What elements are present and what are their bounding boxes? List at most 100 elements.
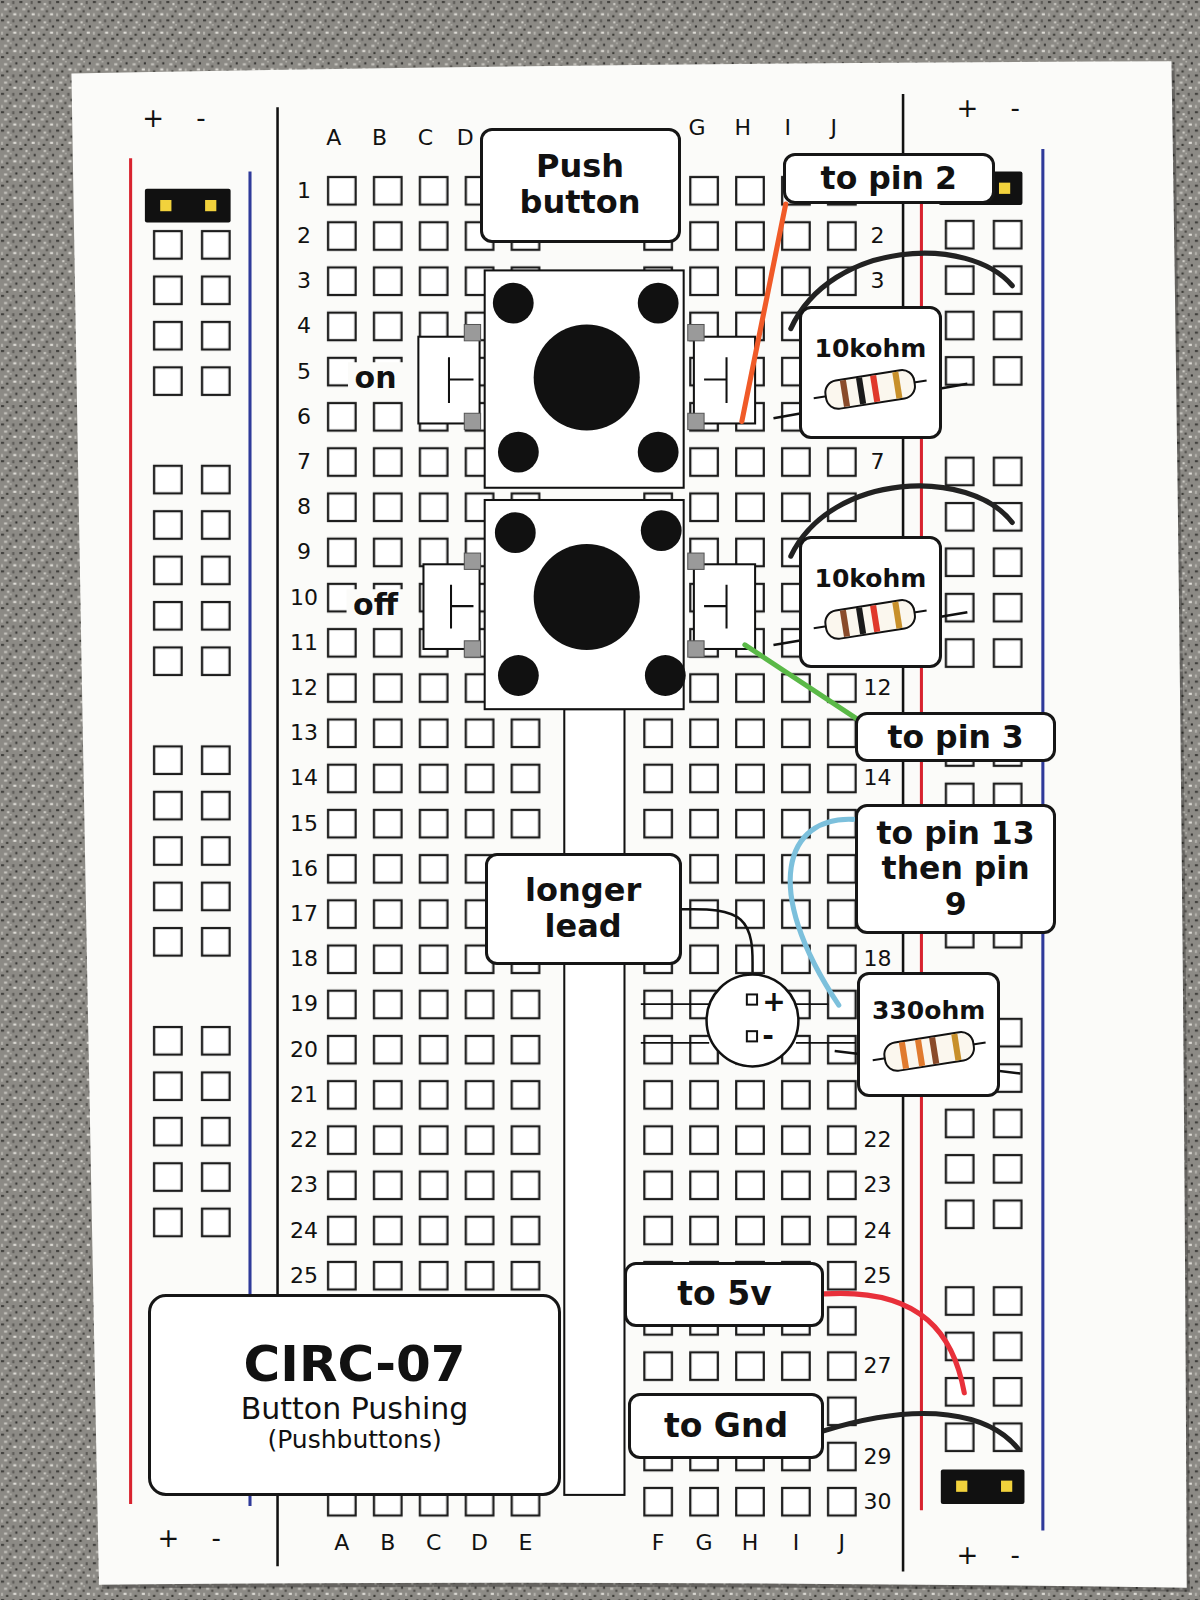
button-tab xyxy=(464,553,480,569)
row-number: 16 xyxy=(288,857,320,880)
row-number-slot: 7 xyxy=(295,450,313,473)
column-letter-slot: A xyxy=(324,126,343,149)
rail-hole-group xyxy=(936,1278,1032,1460)
row-number: 2 xyxy=(295,224,313,247)
resistor-band xyxy=(951,1034,961,1061)
switch-label: off xyxy=(346,589,405,621)
row-number-slot: 23 xyxy=(288,1174,320,1197)
box-text: to pin 13 then pin 9 xyxy=(871,816,1041,922)
row-number: 6 xyxy=(295,405,313,428)
resistor-outline xyxy=(824,598,917,640)
row-number: 8 xyxy=(295,496,313,519)
box-subtext: Button Pushing xyxy=(241,1392,469,1426)
pin-label: to pin 3 xyxy=(855,712,1056,762)
row-number-slot: 22 xyxy=(862,1129,894,1152)
row-number-slot: 22 xyxy=(288,1129,320,1152)
column-letter-slot: C xyxy=(424,1531,443,1554)
column-letter: D xyxy=(469,1531,490,1554)
resistor-band xyxy=(856,607,866,634)
button-corner xyxy=(493,283,534,324)
leader-line xyxy=(682,909,753,972)
rail-holes xyxy=(936,449,1032,676)
button-tab xyxy=(688,641,704,657)
led-pad xyxy=(747,1032,757,1042)
row-number-slot: 27 xyxy=(862,1355,894,1378)
row-number-slot: 25 xyxy=(288,1264,320,1287)
row-number: 10 xyxy=(288,586,320,609)
pin-label: to 5v xyxy=(624,1262,824,1326)
resistor-band xyxy=(914,1040,924,1067)
resistor-band xyxy=(870,375,880,402)
box-text: longer lead xyxy=(508,873,658,945)
column-letter-slot: J xyxy=(837,1531,848,1554)
resistor-band xyxy=(840,380,850,407)
resistor-symbol xyxy=(813,599,927,640)
row-number-slot: 18 xyxy=(862,948,894,971)
rail-sign: - xyxy=(1009,1542,1022,1569)
paper-card xyxy=(71,61,1186,1588)
resistor-body xyxy=(812,366,929,412)
column-letter: J xyxy=(837,1531,848,1554)
row-number: 17 xyxy=(288,903,320,926)
column-letter: G xyxy=(686,116,707,139)
column-letter: F xyxy=(650,1531,667,1554)
row-number-slot: 10 xyxy=(288,586,320,609)
pin-label: to pin 13 then pin 9 xyxy=(855,804,1056,934)
rail-sign-slot: - xyxy=(1009,1542,1022,1569)
orange-wire xyxy=(742,204,786,421)
rail-sign-slot: - xyxy=(194,106,207,133)
resistor-symbol xyxy=(872,1031,986,1072)
box-text: CIRC-07 xyxy=(244,1336,466,1392)
row-number: 12 xyxy=(288,677,320,700)
rail-hole-group xyxy=(144,738,240,965)
row-number-slot: 5 xyxy=(295,360,313,383)
row-number-slot: 4 xyxy=(295,315,313,338)
rail-sign-slot: + xyxy=(140,106,166,133)
button-corner xyxy=(638,283,679,324)
row-number: 25 xyxy=(288,1264,320,1287)
column-letter: J xyxy=(828,116,839,139)
row-number-slot: 14 xyxy=(288,767,320,790)
row-number: 23 xyxy=(862,1174,894,1197)
button-corner xyxy=(495,512,536,553)
column-letter-slot: B xyxy=(378,1531,397,1554)
rail-sign-slot: - xyxy=(210,1525,223,1552)
row-number: 4 xyxy=(295,315,313,338)
switch-label-slot: off xyxy=(346,589,405,621)
power-block xyxy=(145,189,231,223)
column-letter: B xyxy=(378,1531,397,1554)
power-contact xyxy=(205,200,216,211)
button-corner xyxy=(641,510,682,551)
row-number-slot: 7 xyxy=(869,450,887,473)
button-tab xyxy=(464,413,480,429)
rail-holes xyxy=(144,222,240,404)
row-number: 2 xyxy=(869,224,887,247)
rail-hole-group xyxy=(936,449,1032,676)
resistor-outline xyxy=(882,1031,975,1073)
resistor-outline xyxy=(824,368,917,410)
row-number: 22 xyxy=(862,1129,894,1152)
row-number-slot: 11 xyxy=(288,631,320,654)
switch-symbol xyxy=(449,357,473,403)
callout-box: longer lead xyxy=(485,853,682,965)
row-number: 1 xyxy=(295,179,313,202)
red-wire xyxy=(824,1293,964,1392)
row-number-slot: 24 xyxy=(862,1219,894,1242)
row-number: 15 xyxy=(288,812,320,835)
resistor-band xyxy=(893,372,903,399)
row-number: 5 xyxy=(295,360,313,383)
row-number-slot: 6 xyxy=(295,405,313,428)
rail-hole-group xyxy=(144,1018,240,1245)
row-number: 7 xyxy=(295,450,313,473)
switch-label: on xyxy=(348,362,404,394)
resistor-band xyxy=(870,605,880,632)
resistor-box: 330ohm xyxy=(857,972,1000,1096)
row-number: 24 xyxy=(862,1219,894,1242)
pushbutton-body xyxy=(485,270,684,487)
box-text: Push button xyxy=(505,149,655,221)
resistor-body xyxy=(812,596,929,642)
resistor-band xyxy=(893,601,903,628)
rail-hole-group xyxy=(144,222,240,404)
